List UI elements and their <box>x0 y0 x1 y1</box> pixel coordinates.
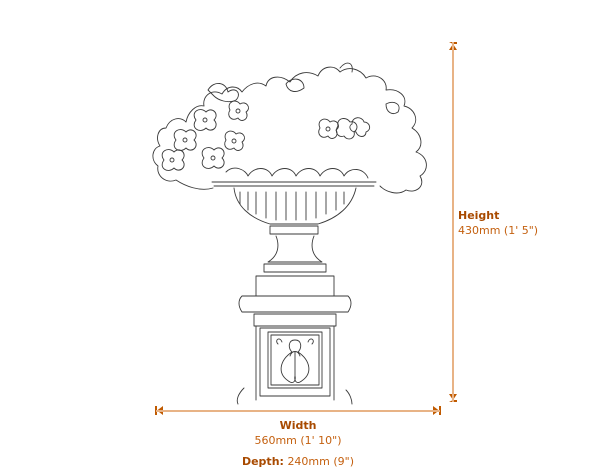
pedestal-ornament <box>276 338 314 383</box>
foliage-outline <box>152 66 427 194</box>
height-title: Height <box>458 209 500 222</box>
depth-value: 240mm (9") <box>287 455 355 468</box>
height-dimension-line <box>452 42 454 402</box>
flower-cluster-right <box>318 117 371 140</box>
depth-title: Depth: <box>241 455 284 468</box>
urn-bowl <box>211 167 377 273</box>
width-label: Width 560mm (1' 10") <box>228 418 368 448</box>
width-title: Width <box>279 419 317 432</box>
width-dimension-line <box>156 410 440 412</box>
height-value: 430mm (1' 5") <box>458 224 539 237</box>
height-label: Height 430mm (1' 5") <box>458 208 538 238</box>
width-value: 560mm (1' 10") <box>254 434 342 447</box>
depth-label: Depth: 240mm (9") <box>228 454 368 469</box>
flower-cluster-left <box>161 100 249 171</box>
pedestal <box>236 275 353 405</box>
